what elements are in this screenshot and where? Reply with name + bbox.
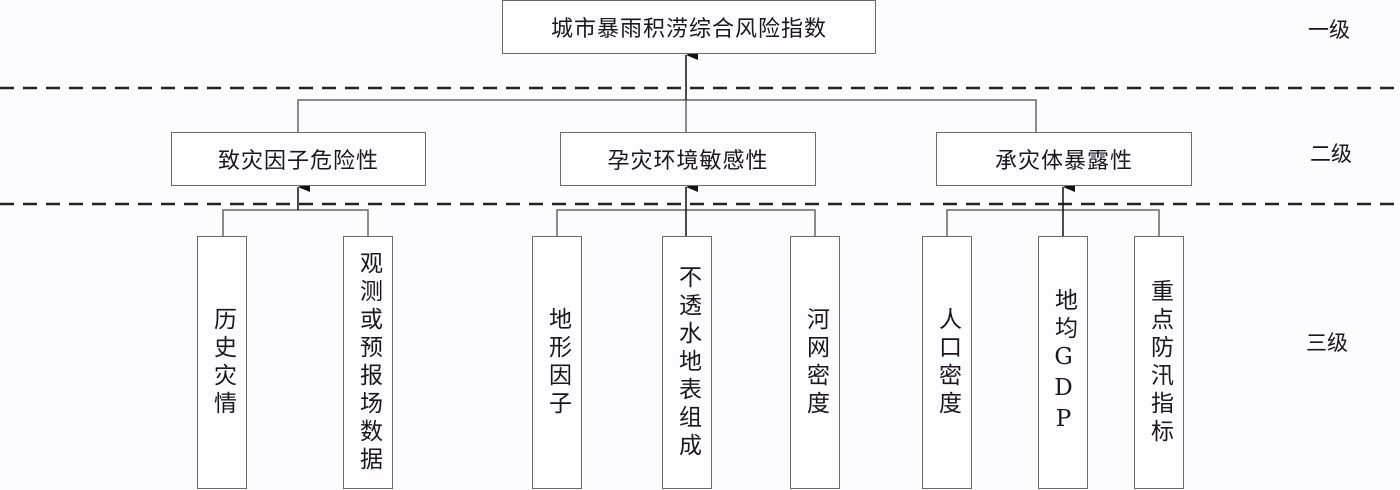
indicator-label: 不透水地表组成 bbox=[674, 264, 701, 461]
indicator-label: 河网密度 bbox=[802, 306, 829, 419]
root-label: 城市暴雨积涝综合风险指数 bbox=[550, 17, 827, 42]
indicator-node: 人口密度 bbox=[922, 236, 972, 489]
indicator-node: 河网密度 bbox=[790, 236, 840, 489]
group2-connector bbox=[556, 182, 816, 236]
root-connector bbox=[297, 50, 1037, 132]
group-node-hazard: 致灾因子危险性 bbox=[171, 132, 426, 186]
indicator-label: 地形因子 bbox=[544, 306, 571, 419]
indicator-node: 地均GDP bbox=[1038, 236, 1088, 489]
indicator-node: 不透水地表组成 bbox=[662, 236, 712, 489]
indicator-label: 人口密度 bbox=[934, 306, 961, 419]
indicator-node: 历史灾情 bbox=[197, 236, 247, 489]
group-node-exposure: 承灾体暴露性 bbox=[936, 132, 1192, 186]
indicator-node: 重点防汛指标 bbox=[1134, 236, 1184, 489]
level-label-1: 一级 bbox=[1308, 18, 1350, 42]
indicator-node: 地形因子 bbox=[532, 236, 582, 489]
group-label: 承灾体暴露性 bbox=[994, 149, 1133, 174]
group-node-environment: 孕灾环境敏感性 bbox=[560, 132, 816, 186]
indicator-node: 观测或预报场数据 bbox=[343, 236, 393, 489]
indicator-label: 历史灾情 bbox=[209, 306, 236, 419]
group-label: 致灾因子危险性 bbox=[217, 149, 379, 174]
group3-connector bbox=[946, 182, 1160, 236]
group1-connector bbox=[222, 182, 369, 236]
indicator-label: 观测或预报场数据 bbox=[355, 250, 382, 475]
group-label: 孕灾环境敏感性 bbox=[607, 149, 769, 174]
indicator-label: 地均GDP bbox=[1050, 288, 1077, 437]
level-label-3: 三级 bbox=[1306, 331, 1348, 355]
level-label-2: 二级 bbox=[1310, 142, 1352, 166]
indicator-label: 重点防汛指标 bbox=[1146, 278, 1173, 447]
root-node: 城市暴雨积涝综合风险指数 bbox=[502, 0, 876, 54]
